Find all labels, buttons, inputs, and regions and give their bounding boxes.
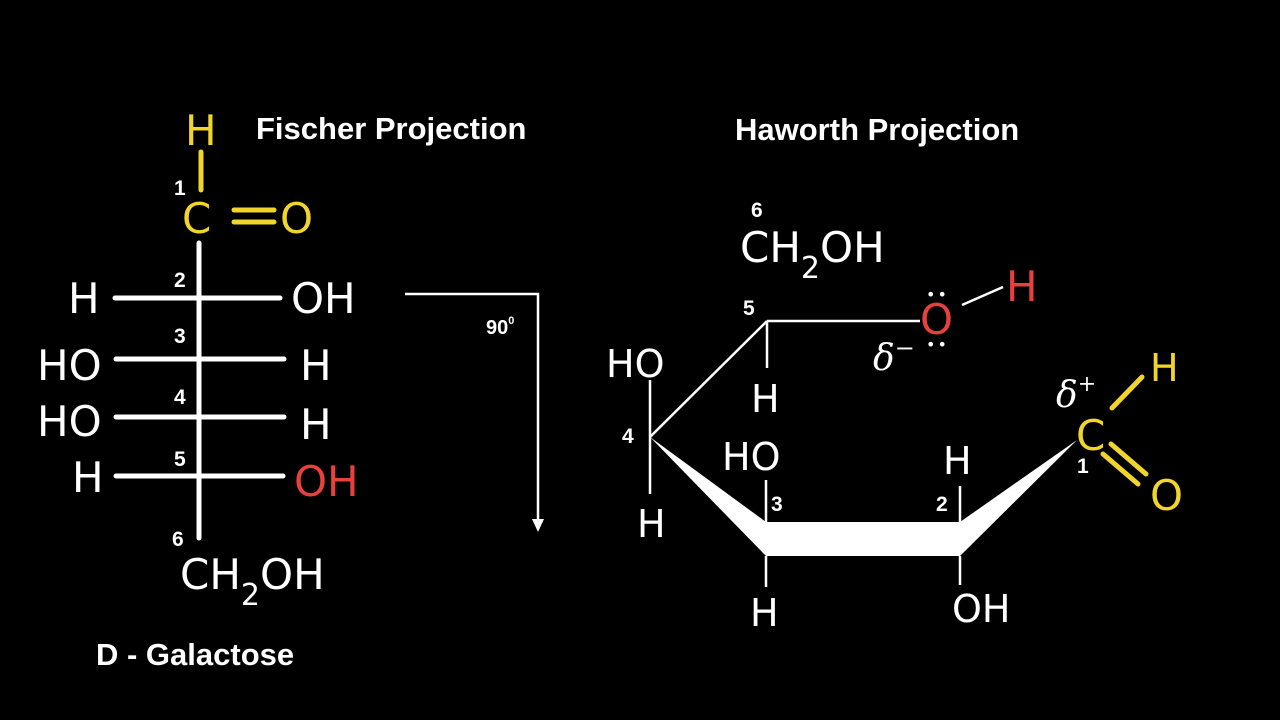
fischer-c5-number: 5 (174, 448, 186, 471)
haworth-oh-bond (961, 285, 1004, 307)
haworth-oxygen: O (920, 295, 953, 344)
haworth-c5-number: 5 (743, 297, 755, 320)
fischer-c3-number: 3 (174, 325, 186, 348)
haworth-c1-delta: δ+ (1056, 372, 1096, 416)
fischer-c2-number: 2 (174, 269, 186, 292)
fischer-c6-group: CH2OH (180, 550, 325, 613)
haworth-c1-double-bond-b (1100, 451, 1141, 487)
fischer-projection: H 1 C O 2 H OH 3 HO H 4 HO H 5 H OH 6 CH… (37, 106, 359, 613)
fischer-aldehyde-o: O (280, 194, 313, 243)
haworth-c4-ho: HO (606, 342, 664, 386)
fischer-c1-carbon: C (182, 194, 211, 243)
fischer-c4-right: H (300, 400, 332, 449)
arrow-head-icon (532, 519, 544, 532)
ring-wedge-c2-c1 (960, 440, 1077, 556)
haworth-c4-number: 4 (622, 425, 634, 448)
fischer-c2-left: H (68, 274, 100, 323)
haworth-c5-h: H (751, 377, 780, 421)
ring-wedge-c4-c3 (650, 437, 766, 556)
haworth-c2-number: 2 (936, 493, 948, 516)
fischer-c1-number: 1 (174, 177, 186, 200)
haworth-c3-number: 3 (771, 493, 783, 516)
haworth-projection: 6 CH2OH 5 H O •• •• H δ− 4 HO H 3 HO H 2… (606, 199, 1183, 635)
haworth-c1-carbon: C (1076, 411, 1105, 460)
haworth-c5-c4-bond (649, 320, 768, 438)
lone-pair-top: •• (926, 285, 949, 304)
haworth-c1-double-bond-a (1108, 441, 1149, 477)
haworth-c1-h: H (1150, 346, 1179, 390)
haworth-c1-number: 1 (1077, 455, 1089, 478)
fischer-c4-left: HO (37, 397, 102, 446)
fischer-title: Fischer Projection (256, 111, 526, 146)
rotation-angle: 900 (486, 315, 514, 339)
haworth-c3-h: H (750, 591, 779, 635)
haworth-oxygen-delta: δ− (873, 334, 915, 379)
haworth-c6-number: 6 (751, 199, 763, 222)
haworth-c2-oh: OH (952, 587, 1010, 631)
ring-bond-c3-c2 (766, 522, 960, 556)
fischer-c3-left: HO (37, 341, 102, 390)
rotation-arrow: 900 (405, 292, 544, 532)
fischer-c4-number: 4 (174, 386, 186, 409)
rotation-arrow-line (405, 292, 540, 524)
fischer-c6-number: 6 (172, 528, 184, 551)
haworth-title: Haworth Projection (735, 112, 1019, 147)
fischer-c5-right: OH (294, 457, 359, 506)
haworth-c2-h: H (943, 439, 972, 483)
fischer-c5-left: H (72, 453, 104, 502)
haworth-c6-group: CH2OH (740, 223, 885, 286)
fischer-c3-right: H (300, 341, 332, 390)
haworth-c1-oxygen: O (1150, 471, 1183, 520)
haworth-c3-ho: HO (722, 435, 780, 479)
haworth-c1-h-bond (1109, 374, 1145, 411)
haworth-oxygen-h: H (1006, 262, 1038, 311)
molecule-name: D - Galactose (96, 637, 294, 672)
fischer-aldehyde-h: H (185, 106, 217, 155)
haworth-c4-h: H (637, 502, 666, 546)
lone-pair-bottom: •• (926, 335, 949, 354)
fischer-c2-right: OH (291, 274, 356, 323)
